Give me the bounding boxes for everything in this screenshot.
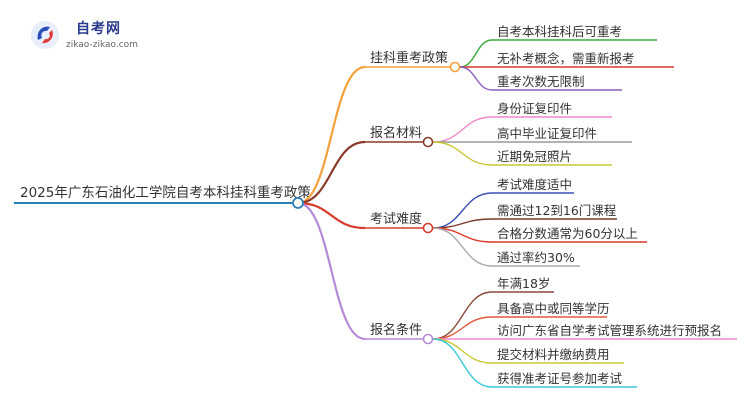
leaf-connector — [459, 39, 493, 68]
logo-mark-icon — [31, 21, 59, 49]
leaf-label[interactable]: 提交材料并缴纳费用 — [497, 347, 610, 362]
branch-node[interactable] — [422, 333, 434, 345]
leaf-connector — [432, 338, 493, 388]
branch-connector — [297, 65, 366, 205]
leaf-connector — [432, 116, 493, 143]
leaf-label[interactable]: 具备高中或同等学历 — [497, 301, 610, 316]
branch-label[interactable]: 报名条件 — [370, 322, 422, 338]
leaf-label[interactable]: 近期免冠照片 — [497, 149, 572, 164]
leaf-connector — [432, 227, 493, 243]
leaf-label[interactable]: 自考本科挂科后可重考 — [497, 24, 622, 39]
branch-label[interactable]: 挂科重考政策 — [370, 50, 448, 66]
leaf-label[interactable]: 通过率约30% — [497, 250, 575, 265]
leaf-label[interactable]: 考试难度适中 — [497, 177, 572, 192]
leaf-connector — [432, 227, 493, 267]
leaf-label[interactable]: 身份证复印件 — [497, 101, 572, 116]
branch-connector — [297, 201, 366, 341]
branch-connector — [297, 201, 366, 230]
site-logo[interactable]: 自考网 zikao-zikao.com — [28, 16, 168, 56]
branch-node[interactable] — [422, 136, 434, 148]
branch-label[interactable]: 考试难度 — [370, 211, 422, 227]
leaf-connector — [432, 141, 493, 166]
branch-label[interactable]: 报名材料 — [370, 125, 422, 141]
leaf-connector — [459, 66, 493, 91]
logo-url: zikao-zikao.com — [66, 40, 138, 50]
logo-title: 自考网 — [76, 21, 121, 37]
leaf-label[interactable]: 年满18岁 — [497, 276, 550, 291]
branch-node[interactable] — [449, 61, 461, 73]
leaf-label[interactable]: 合格分数通常为60分以上 — [497, 226, 638, 241]
leaf-label[interactable]: 访问广东省自学考试管理系统进行预报名 — [497, 323, 722, 338]
leaf-label[interactable]: 高中毕业证复印件 — [497, 126, 597, 141]
branch-node[interactable] — [422, 222, 434, 234]
leaf-label[interactable]: 需通过12到16门课程 — [497, 203, 617, 218]
root-topic-label[interactable]: 2025年广东石油化工学院自考本科挂科重考政策 — [20, 184, 311, 201]
leaf-connector — [432, 316, 493, 340]
root-node[interactable] — [292, 197, 304, 209]
leaf-label[interactable]: 获得准考证号参加考试 — [497, 371, 623, 386]
leaf-label[interactable]: 无补考概念，需重新报考 — [497, 51, 635, 66]
branch-connector — [297, 140, 366, 205]
leaf-connector — [432, 338, 493, 364]
leaf-connector — [432, 192, 493, 229]
leaf-label[interactable]: 重考次数无限制 — [497, 74, 585, 89]
leaf-connector — [432, 291, 493, 340]
